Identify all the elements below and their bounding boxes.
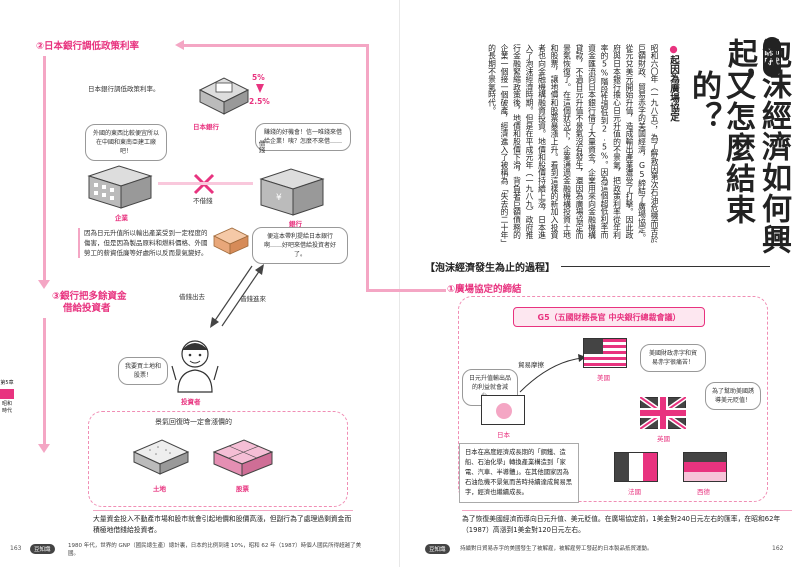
usa-flag-icon: [583, 338, 627, 368]
footer-text-right: 持續對日貿易赤字的美國發生了被解雇，被解雇勞工發起的日本製品抵貿運動。: [460, 546, 653, 552]
no-loan-label: 不借錢: [193, 197, 213, 205]
flow-arrow-to-step1: [366, 289, 446, 292]
country-uk: 英國: [657, 435, 670, 443]
cause-note: 因為日元升值所以輸出產業受到一定程度的傷害，但是因為製品原料和燃料價格、外國勞工…: [78, 228, 212, 258]
borrow-out-label: 借錢出去: [179, 293, 205, 301]
borrow-arrows-icon: [210, 264, 264, 328]
money-stack-icon: [213, 227, 249, 255]
main-title-line2: 又怎麼結束的？: [686, 70, 755, 250]
main-title-text-1: 泡沫經濟如何興起，: [722, 38, 791, 255]
arrowhead-down-icon: [38, 280, 50, 289]
section-title: 【泡沫經濟發生為止的過程】: [425, 258, 770, 274]
land-icon: [132, 439, 190, 475]
recovery-title: 景氣回復時一定會漲價的: [155, 418, 232, 426]
subheading-bullet-icon: ●: [668, 44, 679, 55]
main-title-text-2: 又怎麼結束的？: [686, 70, 755, 225]
japan-flag-icon: [481, 395, 525, 425]
borrow-in-label: 借錢進來: [240, 295, 266, 303]
investor-tag: 投資者: [181, 398, 201, 406]
germany-flag-icon: [683, 452, 727, 482]
country-japan: 日本: [497, 431, 510, 439]
investor-person-icon: [171, 340, 219, 393]
page-gutter: [399, 0, 400, 567]
boj-balloon: 賺錢的好機會！信一唯錢來借給企業！咦？怎麼不來借……: [255, 123, 351, 151]
rate-low: 2.5%: [249, 97, 270, 106]
flow-arrow-right-vertical: [366, 44, 369, 292]
footer-chip-left: 豆知識: [30, 544, 55, 554]
step1-label: ①廣場協定的締結: [447, 284, 522, 295]
no-loan-arrow: [158, 182, 253, 185]
boj-caption: 日本銀行調低政策利率。: [88, 85, 160, 93]
uk-flag-icon: [640, 397, 686, 429]
subheading-text: 起因為廣場協定: [668, 55, 679, 122]
trade-friction-label: 貿易摩擦: [518, 361, 544, 369]
flow-arrow-top: [183, 44, 368, 47]
company-balloon: 外國的東西比較便宜所以在中國和東南亞建工廠吧！: [85, 124, 167, 161]
section-rule: [561, 265, 770, 267]
step2-label: ②日本銀行調低政策利率: [36, 41, 140, 52]
boj-tag: 日本銀行: [193, 123, 219, 131]
g5-label: G5（五國財務長官 中央銀行總裁會議）: [513, 307, 705, 327]
side-tab-era: 昭和時代: [1, 401, 12, 414]
company-building-icon: [87, 165, 153, 209]
arrow-down-icon: [256, 84, 264, 93]
page-number-left: 163: [10, 545, 22, 552]
bank-tag: 銀行: [289, 220, 302, 228]
arrowhead-down-2-icon: [38, 444, 50, 453]
investor-balloon: 我要買土地和股票！: [118, 357, 168, 385]
bank-building-icon: ¥: [259, 168, 325, 216]
borrow-label: 借錢: [257, 140, 265, 153]
rate-high: 5%: [252, 73, 265, 82]
body-paragraph: 昭和六〇年（一九八五），為了解救因第次石油危機而苦於巨額財政、貿易赤字的美國經濟…: [487, 44, 660, 243]
company-tag: 企業: [115, 214, 128, 222]
stock-tag: 股票: [236, 485, 249, 493]
trade-friction-arrow-icon: [519, 354, 586, 393]
summary-text: 大量資金投入不動產市場和股市就會引起地價和股價高漲，但副行為了處理過剩資金而積極…: [93, 510, 353, 536]
footer-chip-right: 豆知識: [425, 544, 450, 554]
bottom-text: 為了恢復美國經濟而導向日元升值、美元貶值。在廣場協定前，1美金對240日元左右的…: [462, 510, 792, 536]
country-germany: 西德: [697, 488, 710, 496]
usa-balloon: 美國財政赤字和貿易赤字很痛苦！: [640, 344, 706, 372]
land-tag: 土地: [153, 485, 166, 493]
country-usa: 美國: [597, 374, 610, 382]
step3-label-line1: ③銀行把多餘資金: [52, 291, 127, 302]
japan-info-box: 日本在高度經濟成長期的「鋼鐵、造船、石油化學」轉換產業構造到「家電、汽車、半導體…: [459, 443, 579, 503]
page-number-right: 162: [772, 545, 784, 552]
side-tab: 第5章 昭和時代: [0, 380, 14, 430]
bank-balloon: 便這本帶利提給日本銀行啊……好吧來借給投資者好了。: [252, 227, 348, 264]
svg-text:¥: ¥: [276, 193, 282, 203]
g5-dashbox: [458, 296, 768, 502]
step3-label-line2: 借給投資者: [63, 303, 111, 314]
subheading: ●起因為廣場協定: [666, 44, 680, 122]
era-badge: 昭和時代: [763, 37, 781, 77]
side-tab-marker: [0, 389, 14, 399]
footer-text-left: 1980 年代，世界的 GNP（國民總生產）總計裏，日本的比例到達 10%，昭和…: [68, 543, 362, 557]
boj-building-icon: [198, 77, 250, 115]
country-france: 法國: [628, 488, 641, 496]
flow-arrow-left-lower: [43, 318, 46, 446]
side-tab-chapter: 第5章: [0, 380, 14, 386]
france-flag-icon: [614, 452, 658, 482]
section-title-text: 【泡沫經濟發生為止的過程】: [425, 262, 555, 274]
uk-balloon: 為了幫助美國誘導美元貶值！: [705, 382, 761, 410]
stock-icon: [212, 439, 274, 477]
recovery-box: [88, 411, 348, 507]
arrowhead-left-icon: [175, 40, 184, 50]
main-title-line1: 泡沫經濟如何興起，: [722, 38, 791, 258]
flow-arrow-left-vertical: [43, 56, 46, 282]
